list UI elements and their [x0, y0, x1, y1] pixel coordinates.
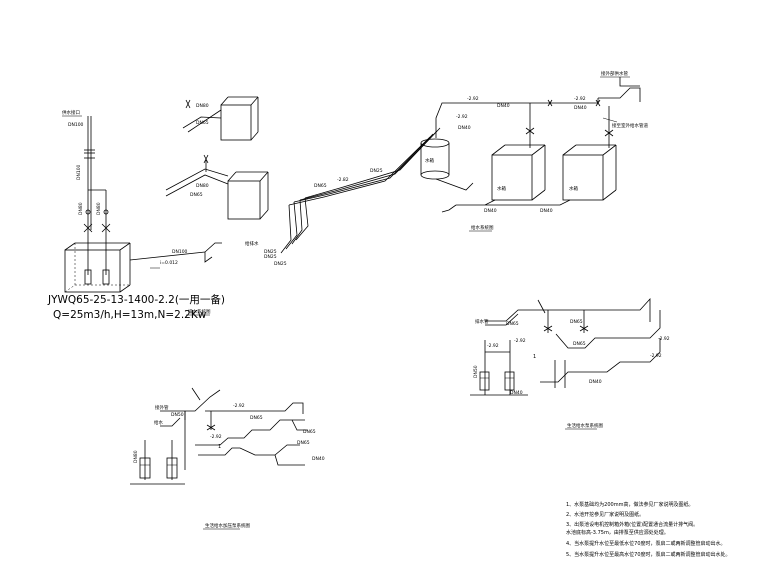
note-3b: 水池底标高-3.75m，由排泵至供应源处处理。: [566, 529, 669, 536]
routed-pipes: 给排水 DN25 DN25 DN25 DN65 -2.82 DN25: [245, 127, 441, 267]
dn65-bottom-label-3: DN65: [297, 440, 310, 446]
tank-cylinder-label: 水箱: [425, 157, 434, 164]
note-5: 5、当水泵提升水位至最高水位70度时，泵启二或两新调整管启动出水处。: [566, 551, 731, 558]
dn80-label-a: DN80: [78, 202, 84, 215]
pump-performance-text: Q=25m3/h,H=13m,N=2.2Kw: [53, 309, 207, 321]
top-right-caption: 给水系统图: [471, 224, 494, 231]
left-caption: 排水系统图: [188, 308, 211, 315]
dn40-label-2: DN40: [574, 105, 587, 111]
dn65-right-label-3: DN65: [573, 341, 586, 347]
bottom-top-label: 接外管: [155, 404, 169, 411]
dn65-tank2-label: DN65: [190, 192, 203, 198]
right-top-label: 排水管: [475, 318, 489, 325]
pump-model-text: JYWQ65-25-13-1400-2.2(一用一备): [47, 293, 225, 306]
dn65-bottom-label-1: DN65: [250, 415, 263, 421]
top-label: 供水接口: [62, 109, 80, 116]
dn40-label-5: DN40: [540, 208, 553, 214]
dn65-right-label-1: DN65: [506, 321, 519, 327]
slope-label: i=0.012: [160, 260, 178, 266]
left-pump-system: 供水接口 DN100 DN100 DN80 DN80: [47, 96, 269, 321]
dn40-label-3: DN40: [458, 125, 471, 131]
elev-right-label-1: -2.92: [658, 336, 670, 342]
dn40-label-1: DN40: [497, 103, 510, 109]
right-caption: 生活给水泵系统图: [567, 422, 603, 429]
supply-label-top: 接外部供水管: [601, 70, 628, 77]
tank-b-label: 水箱: [569, 185, 578, 192]
top-right-system: 水箱 -2.92 DN40 -2.92 DN40 -2.92 DN40 接外部供…: [420, 70, 648, 232]
supply-label-bottom: 接至室外给水管道: [612, 122, 648, 129]
tank-a-label: 水箱: [497, 185, 506, 192]
note-1: 1、水泵基础均为200mm高，做法参见厂家说明及图纸。: [566, 501, 693, 508]
elev-right-label-3: -2.92: [487, 343, 499, 349]
bottom-caption: 生活给水加压泵系统图: [205, 522, 250, 529]
elev-top-label-2: -2.92: [574, 96, 586, 102]
dn80-bottom-label: DN80: [133, 450, 139, 463]
bottom-pump-system: 接外管 DN50 -2.92 DN65 给水 -2.92 DN65 DN65 D…: [130, 387, 325, 530]
note-3: 3、出泵池设电机控制箱外箱(位置)配置通合流量计排气阀。: [566, 521, 698, 528]
right-pump-system: 排水管 DN65 DN65 DN65 -2.92 -2.92 DN40 DN40…: [470, 297, 670, 430]
dn65-bottom-label-2: DN65: [303, 429, 316, 435]
dn100-out-label: DN100: [172, 249, 188, 255]
number-1-bottom: 1: [218, 444, 221, 450]
elev-bottom-label-2: -2.92: [210, 434, 222, 440]
dn25-label-4: DN25: [274, 261, 287, 267]
dn80-label-b: DN80: [96, 202, 102, 215]
dn50-right-label: DN50: [473, 365, 479, 378]
dn100-riser-label: DN100: [76, 164, 82, 180]
dn25-label-1: 给排水: [245, 240, 259, 247]
dn40-label-4: DN40: [484, 208, 497, 214]
dn40-right-label-1: DN40: [589, 379, 602, 385]
dn40-bottom-label: DN40: [312, 456, 325, 462]
dn25-route-label: DN25: [370, 168, 383, 174]
dn65-right-label-2: DN65: [570, 319, 583, 325]
dn65-tank1-label: DN65: [196, 120, 209, 126]
elev-top-label-3: -2.92: [456, 114, 468, 120]
dn80-tank1-label: DN80: [196, 103, 209, 109]
dn25-label-3: DN25: [264, 254, 277, 260]
elev-bottom-label-1: -2.92: [233, 403, 245, 409]
note-2: 2、水池开挖参见厂家说明及图纸。: [566, 511, 644, 518]
elev-right-label-4: -2.92: [514, 338, 526, 344]
elev-top-label-1: -2.92: [467, 96, 479, 102]
dn50-bottom-label: DN50: [171, 412, 184, 418]
elev-right-label-2: -2.92: [650, 353, 662, 359]
number-1-right: 1: [533, 354, 536, 360]
dn65-route-label: DN65: [314, 183, 327, 189]
dn25-label-2: DN25: [264, 249, 277, 255]
dn100-top-label: DN100: [68, 122, 84, 128]
dn40-right-label-2: DN40: [510, 390, 523, 396]
note-4: 4、当水泵提升水位至最低水位70度时，泵启二或两新调整管启动出水。: [566, 540, 726, 547]
dn80-tank2-label: DN80: [196, 183, 209, 189]
bottom-left-label: 给水: [154, 419, 163, 426]
elev-route-label: -2.82: [337, 177, 349, 183]
notes-block: 1、水泵基础均为200mm高，做法参见厂家说明及图纸。 2、水池开挖参见厂家说明…: [566, 501, 731, 558]
